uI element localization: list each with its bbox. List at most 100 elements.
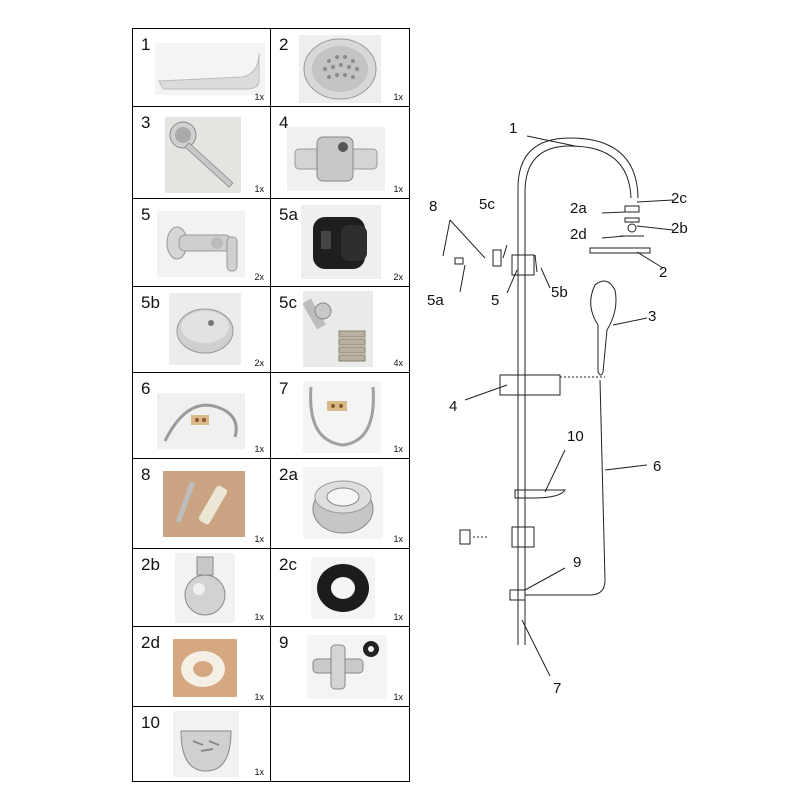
part-number: 5a <box>279 205 298 224</box>
gasket-image <box>173 639 237 697</box>
part-cell-5: 5 2x <box>133 199 271 286</box>
callout-1: 1 <box>509 120 518 137</box>
part-cell-7: 7 1x <box>271 373 409 458</box>
part-quantity: 1x <box>393 444 403 454</box>
part-cell-2: 2 1x <box>271 29 409 106</box>
part-quantity: 1x <box>393 184 403 194</box>
upper-bracket <box>511 254 535 276</box>
callout-5a: 5a <box>427 292 444 309</box>
callout-4: 4 <box>449 398 458 415</box>
callout-9: 9 <box>573 554 582 571</box>
part-quantity: 2x <box>393 272 403 282</box>
part-cell-4: 4 1x <box>271 107 409 198</box>
callout-2b: 2b <box>671 220 688 237</box>
diagram-drawing <box>442 135 674 677</box>
wall-bracket-image <box>157 211 245 277</box>
part-number: 2 <box>279 35 289 54</box>
callout-2d: 2d <box>570 226 587 243</box>
part-number: 8 <box>141 465 151 484</box>
callout-6: 6 <box>653 458 662 475</box>
hand-shower <box>590 280 617 376</box>
callout-8: 8 <box>429 198 438 215</box>
part-cell-5c: 5c 4x <box>271 287 409 372</box>
part-number: 2d <box>141 633 160 652</box>
part-cell-6: 6 1x <box>133 373 271 458</box>
shower-hose <box>525 579 606 596</box>
parts-row: 5 2x 5a 2x <box>133 199 409 287</box>
part-number: 5b <box>141 293 160 312</box>
part-number: 3 <box>141 113 151 132</box>
part-number: 5c <box>279 293 297 312</box>
part-quantity: 1x <box>254 612 264 622</box>
callout-10: 10 <box>567 428 584 445</box>
part-quantity: 2x <box>254 272 264 282</box>
parts-row: 5b 2x 5c 4x <box>133 287 409 373</box>
part-cell-5b: 5b 2x <box>133 287 271 372</box>
ball-joint-image <box>175 553 235 623</box>
part-number: 6 <box>141 379 151 398</box>
part-number: 2a <box>279 465 298 484</box>
part-number: 2c <box>279 555 297 574</box>
part-cell-2c: 2c 1x <box>271 549 409 626</box>
part-quantity: 1x <box>254 534 264 544</box>
part-quantity: 1x <box>254 184 264 194</box>
part-number: 9 <box>279 633 289 652</box>
callout-5: 5 <box>491 292 500 309</box>
part-cell-9: 9 1x <box>271 627 409 706</box>
part-cell-2d: 2d 1x <box>133 627 271 706</box>
knurled-nut-image <box>303 467 383 539</box>
part-number: 10 <box>141 713 160 732</box>
empty-cell <box>271 707 409 781</box>
part-number: 1 <box>141 35 151 54</box>
connection-hose-image <box>303 381 381 453</box>
part-number: 4 <box>279 113 289 132</box>
part-quantity: 1x <box>393 612 403 622</box>
callout-2c: 2c <box>671 190 687 207</box>
callout-2: 2 <box>659 264 668 281</box>
parts-row: 10 1x <box>133 707 409 781</box>
soap-dish <box>514 489 566 499</box>
parts-row: 2d 1x 9 1x <box>133 627 409 707</box>
part-quantity: 1x <box>254 692 264 702</box>
shower-head-plate <box>589 247 651 254</box>
parts-table: 1 1x 2 1x 3 1x 4 1x <box>132 28 410 782</box>
callout-7: 7 <box>553 680 562 697</box>
riser-rail <box>517 137 639 645</box>
part-quantity: 1x <box>254 767 264 777</box>
part-cell-3: 3 1x <box>133 107 271 198</box>
parts-row: 1 1x 2 1x <box>133 29 409 107</box>
part-cell-8: 8 1x <box>133 459 271 548</box>
part-number: 2b <box>141 555 160 574</box>
shower-head-image <box>299 35 381 103</box>
rubber-sleeve-image <box>301 205 381 279</box>
part-quantity: 1x <box>393 534 403 544</box>
diverter-valve-image <box>307 635 387 699</box>
part-cell-2a: 2a 1x <box>271 459 409 548</box>
parts-row: 8 1x 2a 1x <box>133 459 409 549</box>
slider-bracket-image <box>287 127 385 191</box>
parts-row: 6 1x 7 1x <box>133 373 409 459</box>
rubber-washer-image <box>311 557 375 619</box>
part-quantity: 1x <box>393 692 403 702</box>
part-quantity: 1x <box>254 92 264 102</box>
slider-bracket <box>499 374 561 396</box>
part-cell-1: 1 1x <box>133 29 271 106</box>
callout-2a: 2a <box>570 200 587 217</box>
part-quantity: 4x <box>393 358 403 368</box>
exploded-diagram: 1 2c 2a 2b 2d 2 5c 8 5a 5 5b 3 4 10 6 9 … <box>415 100 795 720</box>
hand-shower-image <box>165 117 241 193</box>
shower-hose-image <box>157 393 245 449</box>
callout-5b: 5b <box>551 284 568 301</box>
callout-3: 3 <box>648 308 657 325</box>
part-quantity: 2x <box>254 358 264 368</box>
screws-and-plugs-image <box>163 471 245 537</box>
part-cell-10: 10 1x <box>133 707 271 781</box>
slide-rail-cap-image <box>155 43 265 95</box>
cover-cap-image <box>169 293 241 365</box>
parts-row: 2b 1x 2c 1x <box>133 549 409 627</box>
part-number: 5 <box>141 205 151 224</box>
part-quantity: 1x <box>254 444 264 454</box>
part-number: 7 <box>279 379 289 398</box>
callout-5c: 5c <box>479 196 495 213</box>
soap-dish-image <box>173 711 239 777</box>
